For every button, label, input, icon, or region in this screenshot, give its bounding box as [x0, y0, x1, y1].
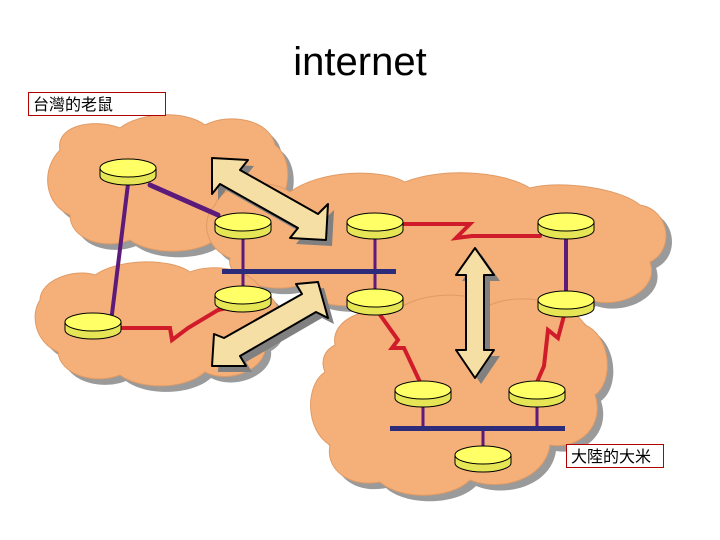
link-r1-r2 [147, 182, 221, 218]
arrow-taiwan-internet-lower [211, 281, 329, 367]
cloud-mainland [310, 294, 608, 496]
link-r7-r9 [376, 310, 422, 384]
arrows [211, 157, 500, 384]
router-internet-4 [214, 285, 272, 313]
diagram-title: internet [293, 40, 427, 84]
router-internet-5 [346, 288, 404, 316]
link-r8-r10 [535, 310, 567, 384]
router-taiwan-top [99, 158, 157, 186]
bus-mainland [390, 426, 565, 431]
label-taiwan-mouse: 台灣的老鼠 [28, 92, 166, 116]
arrow-internet-mainland [455, 247, 495, 379]
router-mainland-1 [394, 380, 452, 408]
label-mainland-rice: 大陸的大米 [566, 444, 664, 468]
router-taiwan-left [64, 312, 122, 340]
router-internet-3 [537, 212, 595, 240]
link-r3-r4 [400, 222, 542, 241]
router-mainland-3 [454, 445, 512, 473]
arrow-taiwan-internet [211, 157, 329, 241]
router-internet-1 [214, 212, 272, 240]
router-mainland-2 [508, 380, 566, 408]
buses [222, 269, 565, 431]
link-r1-r5 [110, 182, 130, 316]
bus-internet [222, 269, 396, 274]
router-internet-6 [537, 290, 595, 318]
router-internet-2 [346, 212, 404, 240]
routers [64, 158, 595, 473]
